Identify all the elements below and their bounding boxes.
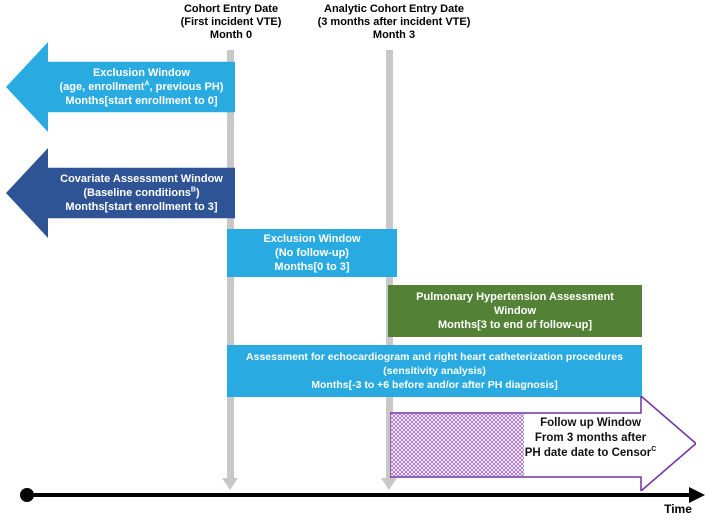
followup-line1: Follow up Window [540, 417, 641, 429]
exclusion-baseline-line2: (age, enrollmentA, previous PH) [59, 80, 224, 93]
exclusion-baseline-window-arrow: Exclusion Window (age, enrollmentA, prev… [6, 42, 235, 132]
exclusion-followup-line2: (No follow-up) [275, 247, 349, 259]
procedures-assessment-bar: Assessment for echocardiogram and right … [227, 345, 642, 397]
cohort-entry-title: Cohort Entry Date [183, 3, 279, 15]
followup-line3: PH date date to CensorC [524, 446, 657, 459]
followup-window-label: Follow up Window From 3 months after PH … [503, 416, 678, 461]
time-axis-arrowhead-icon [689, 487, 705, 503]
exclusion-baseline-line1: Exclusion Window [92, 67, 191, 79]
cohort-entry-header: Cohort Entry Date (First incident VTE) M… [131, 3, 331, 42]
analytic-entry-subtitle: (3 months after incident VTE) [317, 16, 471, 28]
analytic-entry-header: Analytic Cohort Entry Date (3 months aft… [293, 3, 495, 42]
ph-assessment-line2: Window [493, 305, 537, 317]
time-axis-label: Time [664, 502, 692, 516]
exclusion-no-followup-bar: Exclusion Window (No follow-up) Months[0… [227, 229, 397, 277]
cohort-entry-month: Month 0 [209, 29, 253, 41]
footnote-a-superscript: A [144, 80, 150, 88]
cohort-entry-subtitle: (First incident VTE) [180, 16, 282, 28]
covariate-line1: Covariate Assessment Window [60, 173, 223, 185]
analytic-entry-title: Analytic Cohort Entry Date [324, 3, 464, 15]
ph-assessment-line3: Months[3 to end of follow-up] [438, 319, 592, 331]
exclusion-baseline-line3: Months[start enrollment to 0] [65, 95, 218, 107]
procedures-line1: Assessment for echocardiogram and right … [246, 351, 623, 363]
exclusion-followup-line1: Exclusion Window [263, 233, 361, 245]
ph-assessment-line1: Pulmonary Hypertension Assessment [416, 291, 614, 303]
footnote-c-superscript: C [651, 446, 657, 454]
timeline-month0-arrowhead-icon [222, 478, 238, 490]
followup-line2: From 3 months after [534, 432, 647, 444]
followup-hatched-region [391, 414, 524, 476]
followup-window-arrow [390, 396, 696, 491]
covariate-assessment-window-arrow: Covariate Assessment Window (Baseline co… [6, 148, 235, 238]
analytic-entry-month: Month 3 [372, 29, 416, 41]
covariate-line2: (Baseline conditionsB) [83, 186, 200, 199]
footnote-b-superscript: B [190, 186, 196, 194]
procedures-line2: (sensitivity analysis) [383, 365, 486, 377]
ph-assessment-window-bar: Pulmonary Hypertension Assessment Window… [388, 285, 642, 337]
procedures-line3: Months[-3 to +6 before and/or after PH d… [311, 379, 558, 391]
time-axis-line [27, 493, 691, 497]
timeline-month3-arrowhead-icon [381, 478, 397, 490]
exclusion-followup-line3: Months[0 to 3] [274, 261, 350, 273]
covariate-line3: Months[start enrollment to 3] [65, 201, 218, 213]
